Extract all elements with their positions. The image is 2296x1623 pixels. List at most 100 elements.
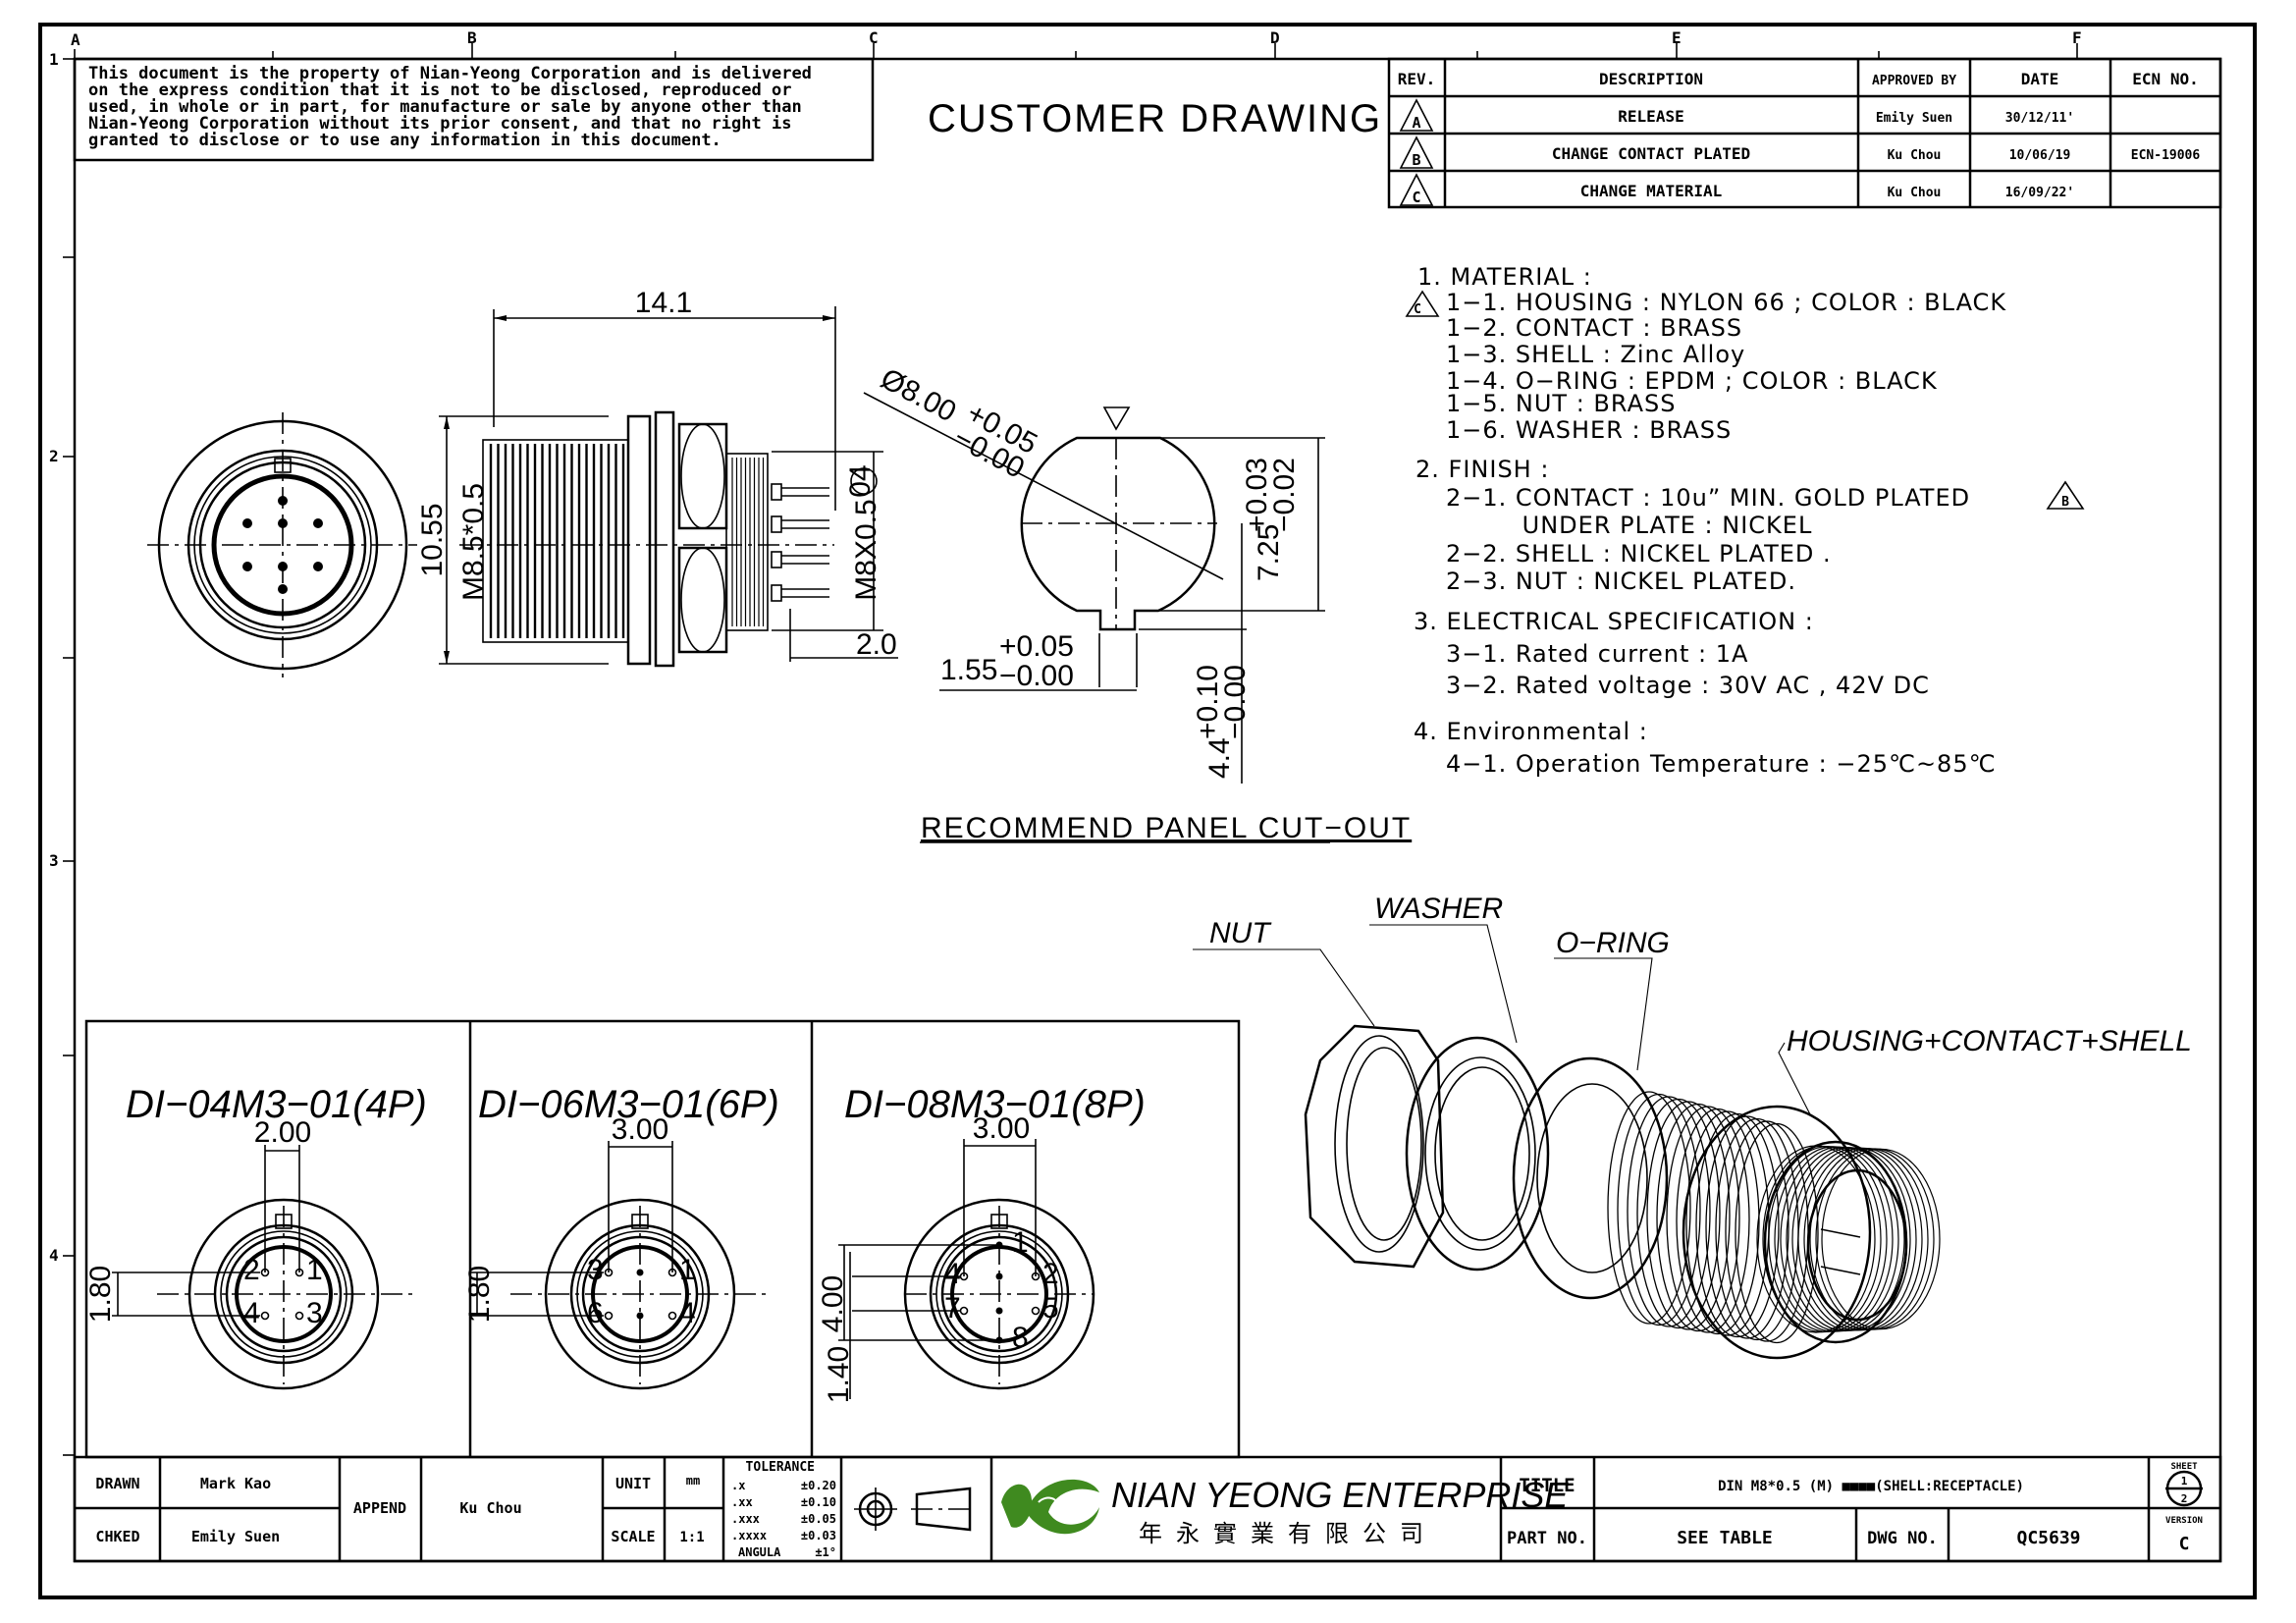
rev-row: C CHANGE MATERIAL Ku Chou 16/09/22' [1399, 173, 2074, 206]
dim-h: 2.00 [254, 1116, 311, 1149]
grid-col-d: D [1270, 28, 1280, 47]
grid-row-1: 1 [49, 50, 59, 69]
pin-count-badge [850, 467, 878, 495]
note-section-title: 4. Environmental : [1414, 718, 1648, 745]
pin-label: 5 [1042, 1292, 1059, 1325]
svg-text:.x: .x [731, 1479, 745, 1492]
svg-text:RELEASE: RELEASE [1618, 107, 1683, 126]
grid-columns: A B C D E F [71, 28, 2082, 59]
thread-lines [489, 444, 625, 638]
dim-key-depth-lower: −0.00 [1219, 665, 1252, 739]
note-item: 1−4. O−RING : EPDM ; COLOR : BLACK [1446, 367, 1938, 395]
rev-triangle-icon [1399, 98, 1434, 132]
third-angle-projection-icon [854, 1487, 976, 1532]
svg-text:TOLERANCE: TOLERANCE [746, 1460, 815, 1475]
callout-washer: WASHER [1374, 893, 1503, 925]
drawn-label: DRAWN [95, 1475, 139, 1492]
rev-header-ecn: ECN NO. [2132, 70, 2198, 88]
note-section-title: 1. MATERIAL : [1417, 263, 1592, 291]
thread-ring [1768, 1145, 1888, 1332]
company-name-cn: 年永實業有限公司 [1139, 1520, 1437, 1547]
variants-panel: DI−04M3−01(4P) 2.00 1.80 1 2 3 4 [84, 1019, 1241, 1459]
pin-dots [242, 496, 323, 594]
thread-ring [1685, 1110, 1770, 1336]
thread-ring [1695, 1112, 1780, 1338]
dim-v: 1.80 [84, 1266, 117, 1323]
note-item: 1−6. WASHER : BRASS [1446, 416, 1732, 444]
rev-row: A RELEASE Emily Suen 30/12/11' [1399, 98, 2074, 132]
dim-diameter-nominal: Ø8.00 [876, 362, 962, 429]
specification-notes: 1. MATERIAL : C 1−1. HOUSING : NYLON 66 … [1405, 263, 2085, 778]
svg-text:30/12/11': 30/12/11' [2005, 111, 2074, 126]
pin-label: 1 [306, 1254, 323, 1286]
svg-text:Ku Chou: Ku Chou [1888, 186, 1942, 200]
rear-thread-lines [731, 458, 765, 626]
grid-row-3: 3 [49, 851, 59, 870]
thread-ring [1627, 1096, 1711, 1327]
part-no-label: PART NO. [1507, 1529, 1587, 1548]
variant-8p: DI−08M3−01(8P) 3.00 4.00 1.40 [817, 1083, 1146, 1403]
rev-b-marker-icon [2046, 480, 2085, 510]
append-label: APPEND [353, 1499, 406, 1517]
svg-text:C: C [1414, 302, 1421, 317]
dwg-no-value: QC5639 [2016, 1528, 2080, 1548]
note-item: 1−5. NUT : BRASS [1446, 390, 1676, 417]
thread-ring [1646, 1101, 1731, 1330]
note-item: 2−2. SHELL : NICKEL PLATED . [1446, 540, 1832, 568]
dim-key-width-upper: +0.05 [999, 630, 1074, 663]
rev-header-description: DESCRIPTION [1599, 70, 1703, 88]
rev-row: B CHANGE CONTACT PLATED Ku Chou 10/06/19… [1399, 135, 2200, 169]
pin-label: 6 [587, 1297, 604, 1329]
variant-6p: DI−06M3−01(6P) 3.00 1.80 1 3 4 6 [463, 1083, 779, 1390]
note-item: 2−3. NUT : NICKEL PLATED. [1446, 568, 1796, 595]
scale-label: SCALE [611, 1528, 655, 1545]
svg-text:±0.10: ±0.10 [801, 1495, 836, 1509]
outer-border [38, 23, 2257, 1599]
thread-ring [1705, 1115, 1789, 1339]
note-item: 2−1. CONTACT : 10u” MIN. GOLD PLATED [1446, 484, 1970, 512]
grid-col-e: E [1672, 28, 1682, 47]
pin-label: 4 [679, 1297, 696, 1329]
dim-key-width-lower: −0.00 [999, 660, 1074, 692]
drawing-heading: CUSTOMER DRAWING [928, 97, 1382, 140]
svg-text:CHANGE CONTACT PLATED: CHANGE CONTACT PLATED [1552, 144, 1750, 163]
variant-part-number: DI−08M3−01(8P) [844, 1083, 1146, 1126]
front-view [147, 412, 417, 677]
dim-key-depth-upper: +0.10 [1192, 665, 1224, 739]
orientation-triangle-icon [1102, 406, 1131, 431]
thread-ring [1803, 1147, 1923, 1331]
thread-ring [1656, 1103, 1740, 1332]
note-item: 1−1. HOUSING : NYLON 66 ; COLOR : BLACK [1446, 289, 2006, 316]
thread-ring [1735, 1122, 1819, 1344]
svg-text:A: A [1412, 114, 1420, 132]
note-item: 1−3. SHELL : Zinc Alloy [1446, 341, 1745, 368]
tolerance-table: TOLERANCE .x ±0.20 .xx ±0.10 .xxx ±0.05 … [731, 1460, 836, 1559]
grid-row-2: 2 [49, 447, 59, 465]
grid-row-4: 4 [49, 1246, 59, 1265]
sheet-num: 1 [2181, 1475, 2188, 1488]
note-section-title: 2. FINISH : [1415, 456, 1549, 483]
exploded-view: NUT WASHER O−RING HOUSING+CONTACT+SHELL [1193, 893, 2192, 1360]
company-name: NIAN YEONG ENTERPRISE [1111, 1475, 1569, 1515]
thread-ring [1791, 1147, 1911, 1331]
svg-text:±0.03: ±0.03 [801, 1529, 836, 1542]
pin-label: 7 [944, 1292, 961, 1325]
svg-text:±0.20: ±0.20 [801, 1479, 836, 1492]
svg-text:B: B [1412, 151, 1420, 169]
svg-text:Ku Chou: Ku Chou [1888, 148, 1942, 163]
cutout-caption: RECOMMEND PANEL CUT−OUT [921, 812, 1412, 844]
dim-v2: 1.40 [823, 1346, 855, 1403]
rev-header-rev: REV. [1398, 70, 1436, 88]
svg-text:ANGULA: ANGULA [738, 1545, 781, 1559]
svg-text:C: C [1412, 189, 1420, 206]
rev-header-date: DATE [2021, 70, 2059, 88]
inner-frame [73, 57, 2222, 1563]
confidentiality-notice: This document is the property of Nian-Ye… [73, 57, 875, 162]
grid-col-b: B [467, 28, 477, 47]
note-item: 4−1. Operation Temperature : −25℃~85℃ [1446, 750, 1997, 778]
dim-flat-upper: +0.03 [1241, 458, 1273, 532]
rev-triangle-icon [1399, 135, 1434, 169]
thread-ring [1636, 1098, 1721, 1329]
version-value: C [2179, 1534, 2190, 1554]
dim-flat-lower: −0.02 [1268, 458, 1301, 532]
